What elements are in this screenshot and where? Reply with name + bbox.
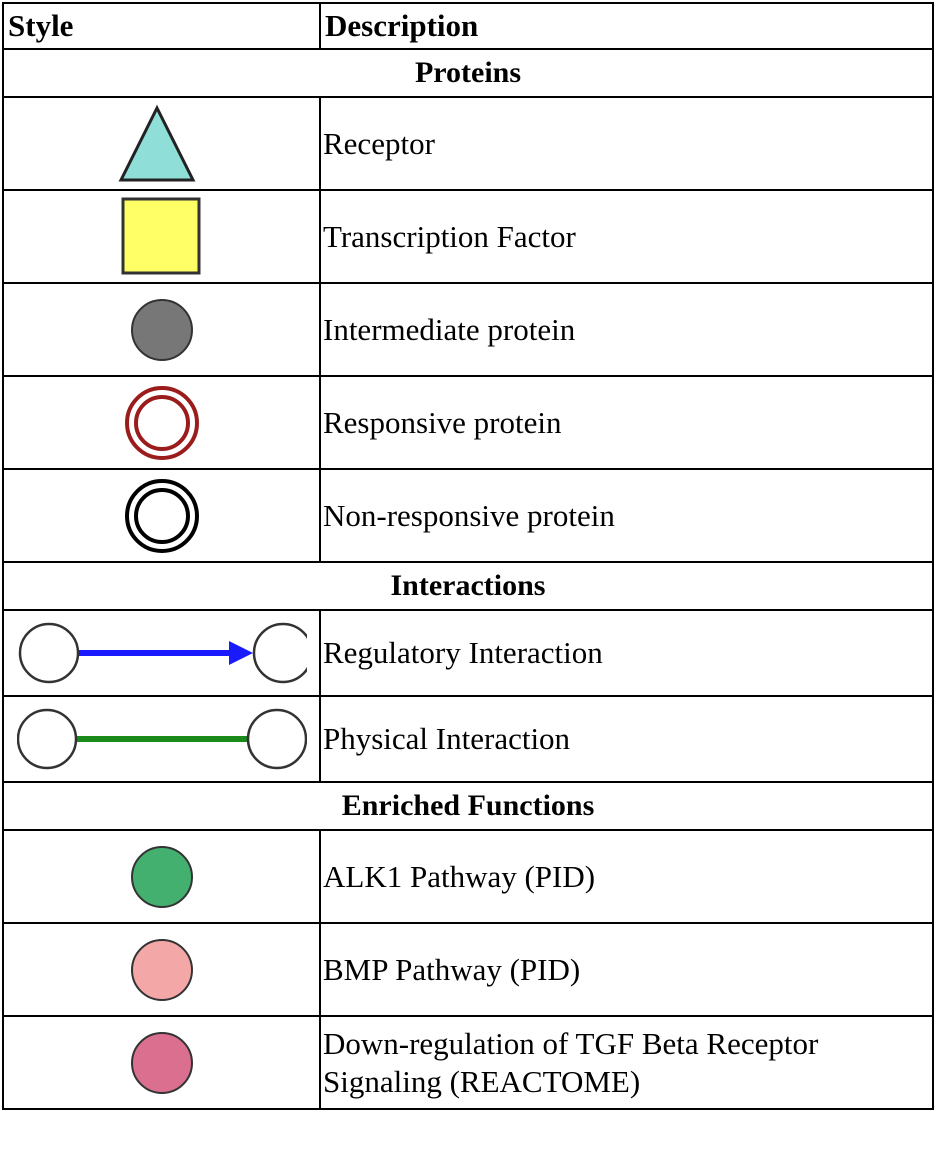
- legend-row: Non-responsive protein: [2, 468, 934, 563]
- legend-row: ALK1 Pathway (PID): [2, 829, 934, 924]
- legend-description: Transcription Factor: [319, 189, 934, 284]
- section-enriched-functions: Enriched Functions: [2, 781, 934, 831]
- bmp-pathway-circle-icon: [130, 938, 193, 1001]
- line-edge-icon: [16, 708, 307, 770]
- legend-row: Down-regulation of TGF Beta Receptor Sig…: [2, 1015, 934, 1110]
- triangle-icon: [118, 104, 195, 181]
- alk1-pathway-circle-icon: [130, 845, 193, 908]
- square-icon: [121, 197, 200, 274]
- legend-description: Regulatory Interaction: [319, 609, 934, 697]
- section-interactions: Interactions: [2, 561, 934, 611]
- style-header: Style: [2, 2, 321, 50]
- legend-row: Transcription Factor: [2, 189, 934, 284]
- legend-description: Non-responsive protein: [319, 468, 934, 563]
- double-ring-icon: [124, 385, 199, 460]
- legend-description: Intermediate protein: [319, 282, 934, 377]
- legend-description: Physical Interaction: [319, 695, 934, 783]
- legend-row: BMP Pathway (PID): [2, 922, 934, 1017]
- tgf-beta-circle-icon: [130, 1031, 193, 1094]
- header-row: Style Description: [2, 2, 934, 50]
- legend-description: Receptor: [319, 96, 934, 191]
- legend-row: Physical Interaction: [2, 695, 934, 783]
- circle-icon: [130, 298, 193, 361]
- double-ring-icon: [124, 478, 199, 553]
- legend-row: Regulatory Interaction: [2, 609, 934, 697]
- section-proteins: Proteins: [2, 48, 934, 98]
- legend-description: ALK1 Pathway (PID): [319, 829, 934, 924]
- legend-description: Down-regulation of TGF Beta Receptor Sig…: [319, 1015, 934, 1110]
- legend-table: Style Description Proteins Receptor Tran…: [2, 2, 934, 1110]
- legend-description: BMP Pathway (PID): [319, 922, 934, 1017]
- description-header: Description: [319, 2, 934, 50]
- arrow-edge-icon: [18, 622, 307, 684]
- legend-row: Receptor: [2, 96, 934, 191]
- legend-description: Responsive protein: [319, 375, 934, 470]
- legend-row: Intermediate protein: [2, 282, 934, 377]
- legend-row: Responsive protein: [2, 375, 934, 470]
